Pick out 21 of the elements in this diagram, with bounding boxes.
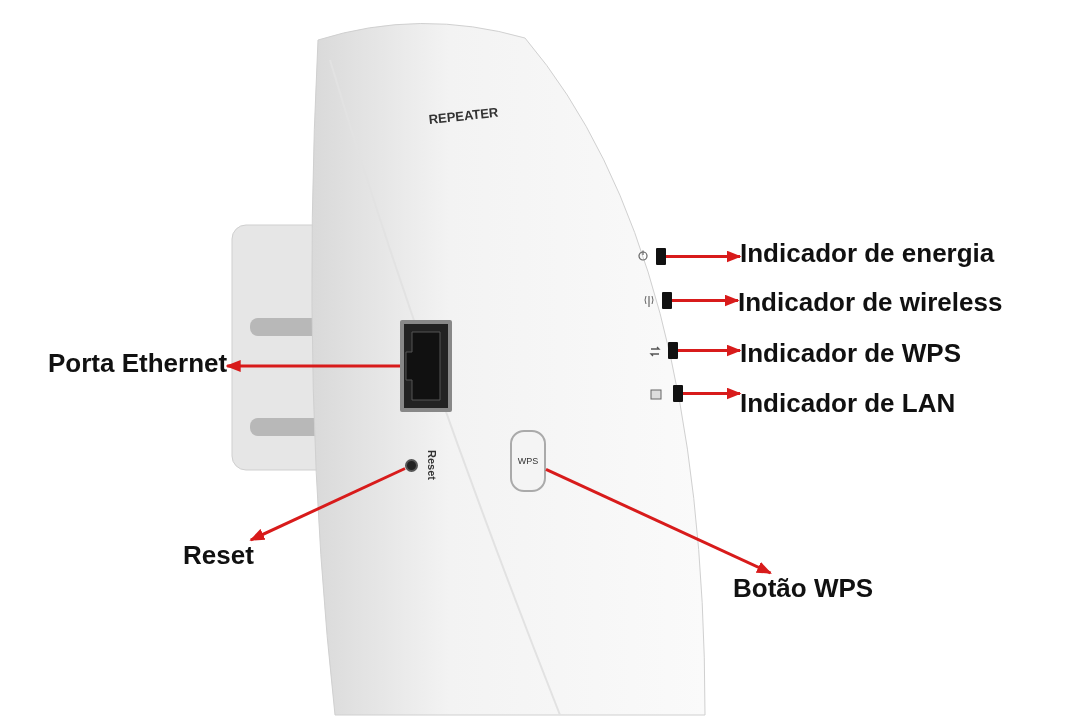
led-indicator <box>662 292 672 309</box>
model-text: REPEATER <box>428 104 499 127</box>
led-indicator <box>668 342 678 359</box>
indicator-label: Indicador de wireless <box>738 287 1003 317</box>
wps-button: WPS <box>510 430 546 492</box>
led-indicator <box>656 248 666 265</box>
leader-arrow <box>249 467 406 542</box>
leader-arrow <box>678 344 742 357</box>
leader-arrow <box>672 294 740 307</box>
part-label: Botão WPS <box>733 573 874 603</box>
leader-arrow <box>545 467 772 575</box>
indicator-label: Indicador de energia <box>740 238 995 268</box>
led-indicator <box>673 385 683 402</box>
part-label: Porta Ethernet <box>48 348 228 378</box>
ethernet-port <box>400 320 452 412</box>
leader-arrow <box>683 387 742 400</box>
part-label: Reset <box>183 540 254 570</box>
leader-arrow <box>225 360 400 372</box>
indicator-label: Indicador de WPS <box>740 338 962 368</box>
button-label: Reset <box>426 450 438 480</box>
indicator-label: Indicador de LAN <box>740 388 956 418</box>
